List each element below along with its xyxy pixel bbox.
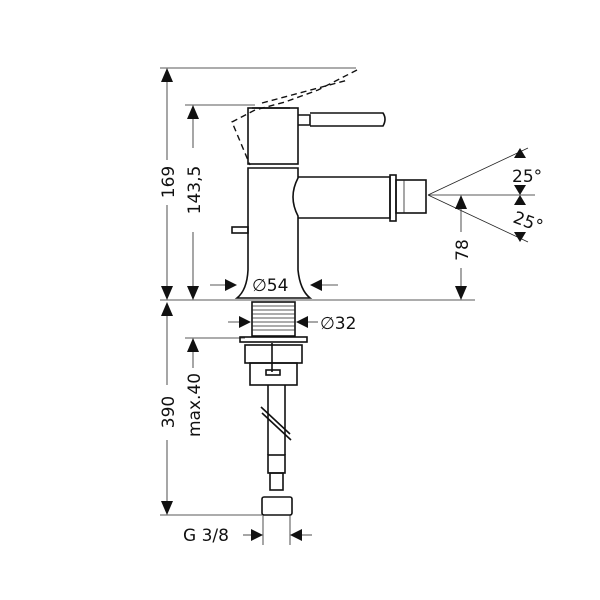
dimension-143-5: 143,5	[185, 105, 205, 300]
faucet-body	[231, 69, 427, 299]
dimension-390: 390	[159, 302, 179, 515]
dimension-g-3-8: G 3/8	[183, 515, 312, 546]
dimension-label-max-40: max.40	[185, 373, 205, 437]
angle-label-up: 25°	[512, 167, 542, 187]
dimension-max-40: max.40	[185, 338, 205, 437]
dimension-label-diameter-54: ∅54	[252, 276, 288, 296]
dimension-diameter-54: ∅54	[210, 276, 338, 296]
dimension-78: 78	[453, 195, 473, 300]
dimension-label-143-5: 143,5	[185, 166, 205, 215]
dimension-label-390: 390	[159, 396, 179, 428]
dimension-169: 169	[159, 68, 179, 300]
dimension-diameter-32: ∅32	[228, 314, 356, 334]
extension-lines	[160, 67, 535, 516]
mounting-thread	[239, 301, 308, 386]
dimension-label-g-3-8: G 3/8	[183, 526, 229, 546]
dimension-label-169: 169	[159, 166, 179, 198]
supply-hose	[260, 385, 293, 516]
dimension-label-78: 78	[453, 239, 473, 261]
dimension-label-diameter-32: ∅32	[320, 314, 356, 334]
